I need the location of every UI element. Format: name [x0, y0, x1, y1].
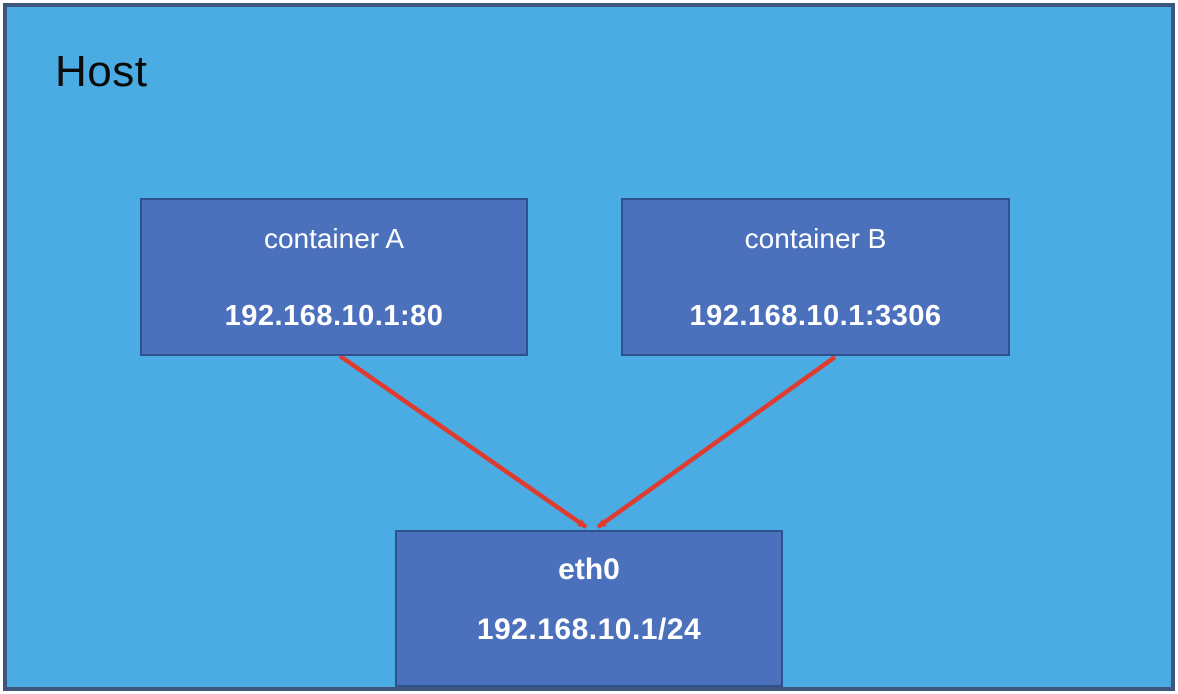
node-container-b: container B 192.168.10.1:3306	[621, 198, 1010, 356]
node-title: container A	[263, 223, 405, 254]
node-title: eth0	[558, 552, 620, 586]
node-container-a: container A 192.168.10.1:80	[140, 198, 528, 356]
node-title: container B	[744, 223, 887, 254]
host-label: Host	[55, 47, 148, 96]
node-eth0: eth0 192.168.10.1/24	[395, 530, 783, 687]
node-address: 192.168.10.1/24	[476, 612, 702, 646]
node-address: 192.168.10.1:3306	[689, 300, 942, 332]
node-address: 192.168.10.1:80	[224, 300, 444, 332]
